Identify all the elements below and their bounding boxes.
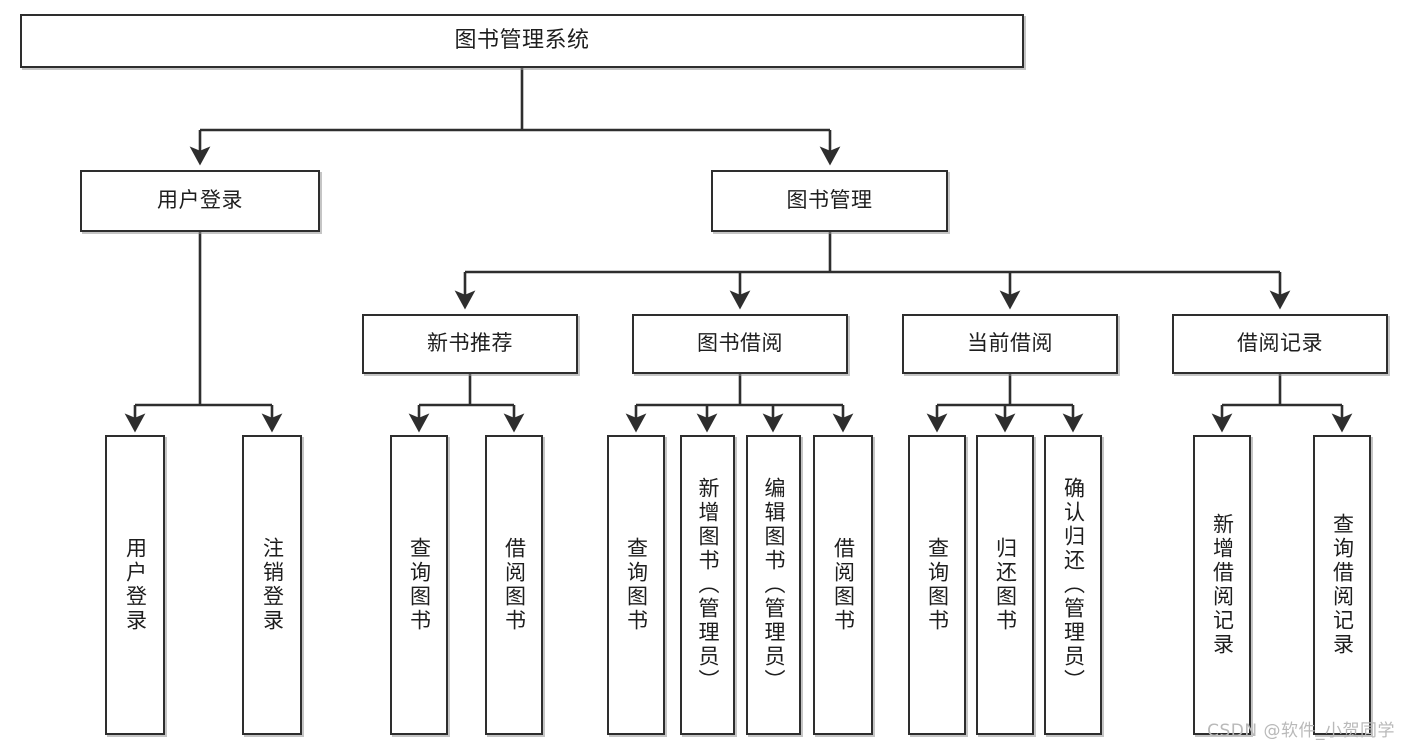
node-leaf-query-book-2[interactable]: 查询图书 xyxy=(607,435,665,735)
node-leaf-query-book-2-label: 查询图书 xyxy=(624,537,649,633)
node-leaf-borrow-book-1-label: 借阅图书 xyxy=(502,537,527,633)
node-user-login-label: 用户登录 xyxy=(157,188,243,213)
node-leaf-add-book-label: 新增图书（管理员） xyxy=(696,477,720,693)
node-leaf-add-record[interactable]: 新增借阅记录 xyxy=(1193,435,1251,735)
node-leaf-return-book[interactable]: 归还图书 xyxy=(976,435,1034,735)
node-leaf-query-book-1-label: 查询图书 xyxy=(407,537,432,633)
node-leaf-user-logout[interactable]: 注销登录 xyxy=(242,435,302,735)
node-leaf-confirm-return[interactable]: 确认归还（管理员） xyxy=(1044,435,1102,735)
node-leaf-user-login[interactable]: 用户登录 xyxy=(105,435,165,735)
node-leaf-edit-book[interactable]: 编辑图书（管理员） xyxy=(746,435,801,735)
node-leaf-user-logout-label: 注销登录 xyxy=(260,537,285,633)
node-leaf-add-book[interactable]: 新增图书（管理员） xyxy=(680,435,735,735)
node-book-borrow[interactable]: 图书借阅 xyxy=(632,314,848,374)
node-new-book-rec-label: 新书推荐 xyxy=(427,331,513,356)
node-book-manage[interactable]: 图书管理 xyxy=(711,170,948,232)
node-book-manage-label: 图书管理 xyxy=(786,188,873,213)
node-borrow-record-label: 借阅记录 xyxy=(1237,331,1323,356)
node-book-borrow-label: 图书借阅 xyxy=(697,331,783,356)
node-leaf-add-record-label: 新增借阅记录 xyxy=(1210,513,1235,657)
node-leaf-confirm-return-label: 确认归还（管理员） xyxy=(1061,477,1086,693)
node-leaf-borrow-book-1[interactable]: 借阅图书 xyxy=(485,435,543,735)
node-leaf-query-record-label: 查询借阅记录 xyxy=(1330,513,1355,657)
watermark-text: CSDN @软件_小贺同学 xyxy=(1207,721,1395,741)
node-current-borrow-label: 当前借阅 xyxy=(967,331,1053,356)
node-leaf-borrow-book-2-label: 借阅图书 xyxy=(831,537,856,633)
node-root-label: 图书管理系统 xyxy=(454,27,590,53)
node-leaf-query-book-3-label: 查询图书 xyxy=(925,537,950,633)
node-root[interactable]: 图书管理系统 xyxy=(20,14,1024,68)
node-leaf-user-login-label: 用户登录 xyxy=(123,537,148,633)
node-new-book-rec[interactable]: 新书推荐 xyxy=(362,314,578,374)
node-borrow-record[interactable]: 借阅记录 xyxy=(1172,314,1388,374)
node-leaf-query-record[interactable]: 查询借阅记录 xyxy=(1313,435,1371,735)
node-leaf-query-book-3[interactable]: 查询图书 xyxy=(908,435,966,735)
node-leaf-edit-book-label: 编辑图书（管理员） xyxy=(762,477,786,693)
node-leaf-borrow-book-2[interactable]: 借阅图书 xyxy=(813,435,873,735)
node-user-login[interactable]: 用户登录 xyxy=(80,170,320,232)
node-leaf-query-book-1[interactable]: 查询图书 xyxy=(390,435,448,735)
node-current-borrow[interactable]: 当前借阅 xyxy=(902,314,1118,374)
node-leaf-return-book-label: 归还图书 xyxy=(993,537,1018,633)
